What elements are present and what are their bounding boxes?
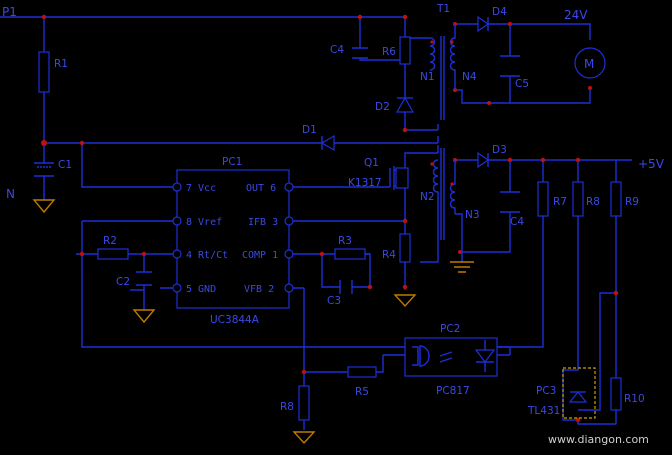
d4 [477,15,490,33]
n3-label: N3 [465,209,480,221]
component-labels: P1 N 24V +5V T1 N1 N4 N2 N3 R1 R2 R3 R4 … [2,3,665,446]
ic-part: UC3844A [210,314,260,326]
pin-ifb: IFB 3 [248,217,278,228]
c4-top [352,47,368,59]
d2-label: D2 [375,101,390,113]
pc3-ref: PC3 [536,385,556,397]
junction-dots [41,14,619,423]
d4-label: D4 [492,6,507,18]
ground-icon [32,199,56,214]
c1 [34,162,54,177]
r5-body [347,366,377,378]
c5-label: C5 [515,78,529,90]
net-p1: P1 [2,5,17,19]
pin-vref: 8 Vref [186,217,222,228]
watermark: www.diangon.com [548,433,649,446]
q1-label: Q1 [364,157,379,169]
d2 [395,96,415,113]
r7-label: R7 [553,196,567,208]
net-n: N [6,187,15,201]
ic-pc1: 7 Vcc 8 Vref 4 Rt/Ct 5 GND OUT 6 IFB 3 C… [172,156,294,326]
r8-body [572,181,584,217]
r6-body [399,36,411,65]
c4-right [500,191,520,213]
d1 [320,134,335,152]
pc2-ref: PC2 [440,323,460,335]
r10-label: R10 [624,393,645,405]
c2 [136,271,152,286]
d3 [477,151,490,169]
c4-top-label: C4 [330,44,344,56]
r1-body [38,51,50,93]
mosfet-q1 [389,160,409,196]
r8-label: R8 [586,196,600,208]
winding-n3 [449,160,456,214]
ground-symbols [32,199,474,445]
ground-icon [132,309,156,324]
r5-label: R5 [355,386,369,398]
pin-out: OUT 6 [246,183,276,194]
pc3-part: TL431 [527,405,560,417]
c3 [339,280,353,294]
ic-ref: PC1 [222,156,242,168]
pc2-part: PC817 [436,385,470,397]
c3-label: C3 [327,295,341,307]
ground-icon [393,294,417,308]
r7-body [537,181,549,217]
net-24v: 24V [564,8,588,22]
r9-body [610,181,622,217]
r3-label: R3 [338,235,352,247]
r3-body [334,248,366,260]
motor: M [574,47,606,79]
pin-rtct: 4 Rt/Ct [186,250,228,261]
c1-label: C1 [58,159,72,171]
r1-label: R1 [54,58,68,70]
q1-part: K1317 [348,177,382,189]
wires [0,16,632,430]
ground-icon [292,431,316,445]
winding-n2 [432,159,439,240]
t1-label: T1 [436,3,450,15]
resistors [38,36,622,421]
r4-label: R4 [382,249,396,261]
diodes [320,15,490,169]
r4-body [399,233,411,263]
pin-vfb: VFB 2 [244,284,274,295]
transformer-windings [429,24,456,240]
c5 [500,55,520,77]
r2-label: R2 [103,235,117,247]
shunt-regulator-pc3: PC3 TL431 [527,367,596,419]
winding-n4 [449,24,456,90]
pin-gnd: 5 GND [186,284,216,295]
motor-label: M [584,57,594,71]
capacitors [34,47,520,294]
n2-label: N2 [420,191,435,203]
n4-label: N4 [462,71,477,83]
pin-vcc: 7 Vcc [186,183,216,194]
d1-label: D1 [302,124,317,136]
n1-label: N1 [420,71,435,83]
r9-label: R9 [625,196,639,208]
c2-label: C2 [116,276,130,288]
r8b-body [298,385,310,421]
c4-right-label: C4 [510,216,524,228]
winding-n1 [429,37,436,71]
optocoupler-pc2: PC2 PC817 [385,323,498,397]
d3-label: D3 [492,144,507,156]
r10-body [610,377,622,411]
r6-label: R6 [382,46,396,58]
net-5v: +5V [638,157,665,171]
r8b-label: R8 [280,401,294,413]
ground-icon [450,261,474,273]
pin-comp: COMP 1 [242,250,278,261]
r2-body [97,248,129,260]
